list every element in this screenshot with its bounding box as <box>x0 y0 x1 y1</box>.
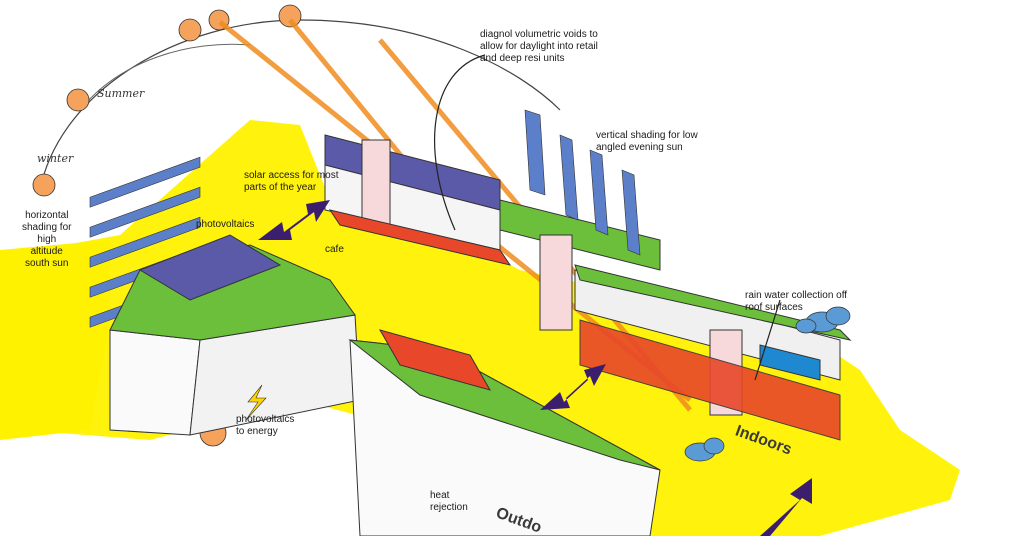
building-back-row <box>324 134 852 441</box>
label-summer: Summer <box>97 87 145 100</box>
cloud-icon <box>795 306 851 334</box>
label-solar-access: solar access for most parts of the year <box>244 170 339 193</box>
label-photovoltaics: photovoltaics <box>196 219 255 230</box>
label-horizontal-shading: horizontal shading for high altitude sou… <box>22 210 72 269</box>
label-rain-water: rain water collection off roof surfaces <box>745 290 848 313</box>
cloud-icon <box>684 437 725 462</box>
sun-path-arc-lower <box>79 43 251 111</box>
lightning-icon <box>245 384 267 421</box>
label-cafe: cafe <box>325 244 344 255</box>
label-winter: winter <box>37 152 74 165</box>
label-heat-rejection: heat rejection <box>430 490 468 513</box>
double-arrow-icon <box>258 200 812 536</box>
vertical-shading-fins <box>524 109 641 256</box>
street-ground-plane-left <box>0 240 110 440</box>
street-ground-plane <box>10 120 960 536</box>
label-diagonal-voids: diagnol volumetric voids to allow for da… <box>480 29 598 64</box>
annotation-leader-lines <box>434 54 781 381</box>
label-photovoltaics-energy: photovoltaics to energy <box>236 414 295 437</box>
label-vertical-shading: vertical shading for low angled evening … <box>596 130 698 153</box>
building-front <box>348 329 661 536</box>
building-left <box>109 234 361 436</box>
